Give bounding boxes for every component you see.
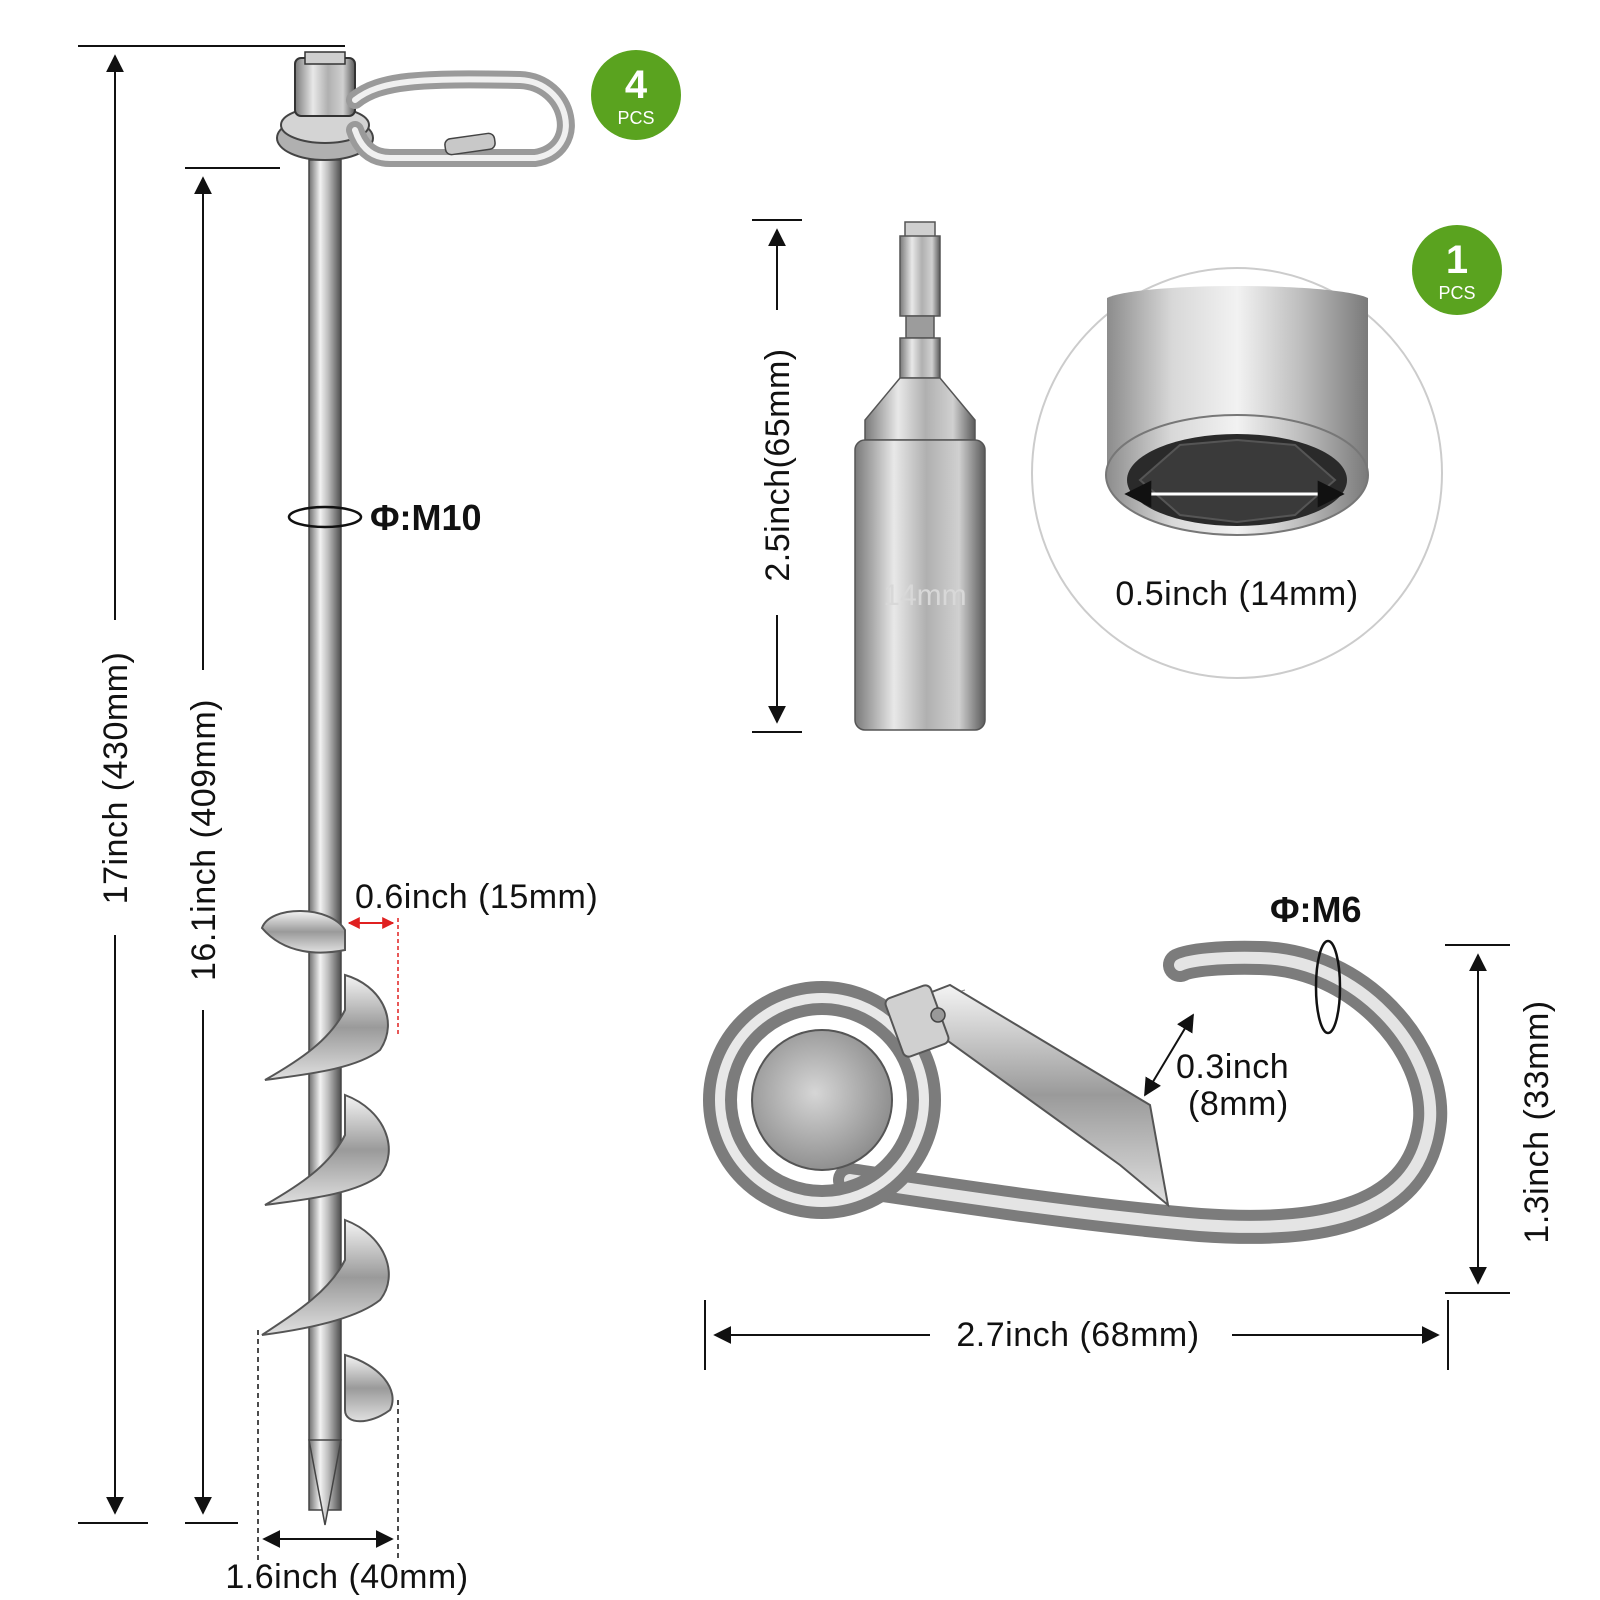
socket-etched-size: 14mm [883, 579, 966, 612]
ground-stake-illustration [260, 51, 575, 1526]
socket-quantity-unit: PCS [1438, 283, 1475, 303]
socket-length-dimension [752, 219, 802, 733]
carabiner-length-label: 2.7inch (68mm) [956, 1316, 1199, 1354]
socket-body [854, 439, 986, 731]
gate-opening-mm-label: (8mm) [1188, 1085, 1289, 1123]
shaft-length-label: 16.1inch (409mm) [185, 699, 223, 981]
stake-quantity-count: 4 [625, 63, 648, 107]
blade-width-label: 0.6inch (15mm) [355, 878, 598, 916]
socket-closeup: 0.5inch (14mm) [1031, 267, 1443, 679]
wire-diameter-ring [1314, 939, 1342, 1035]
rod-diameter-ring [287, 505, 363, 529]
gate-opening-inch-label: 0.3inch [1176, 1048, 1289, 1086]
socket-inner-size-label: 0.5inch (14mm) [1115, 575, 1358, 613]
blade-width-marker [347, 917, 399, 1035]
carabiner-illustration [703, 940, 1448, 1244]
carabiner-height-label: 1.3inch (33mm) [1518, 1000, 1556, 1243]
spiral-blades [260, 910, 394, 1423]
gate-opening-line [1144, 1013, 1194, 1097]
stake-tip [308, 1439, 342, 1526]
stake-swivel-head [276, 51, 575, 167]
spiral-width-label: 1.6inch (40mm) [225, 1558, 468, 1596]
stake-dimension-lines [78, 45, 399, 1560]
rod-diameter-label: Φ:M10 [370, 497, 482, 538]
total-length-label: 17inch (430mm) [97, 652, 135, 905]
wire-diameter-label: Φ:M6 [1270, 889, 1362, 930]
carabiner-gate [884, 983, 1170, 1208]
socket-length-label: 2.5inch(65mm) [759, 348, 797, 581]
stake-quantity-badge: 4 PCS [591, 50, 681, 140]
socket-adapter-illustration: 14mm [854, 221, 986, 731]
socket-quantity-badge: 1 PCS [1412, 225, 1502, 315]
socket-quantity-count: 1 [1446, 238, 1468, 282]
carabiner-dimension-lines [704, 939, 1510, 1370]
stake-quantity-unit: PCS [617, 108, 654, 128]
hex-shank [899, 235, 941, 317]
carabiner-rivet [751, 1029, 893, 1171]
